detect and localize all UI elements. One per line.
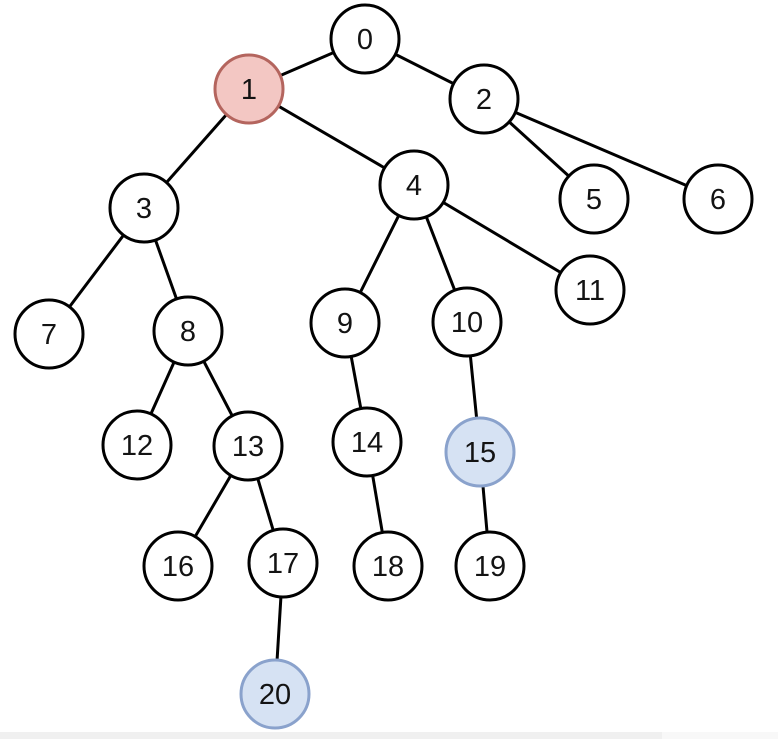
horizontal-scrollbar-track[interactable] — [0, 732, 778, 739]
horizontal-scrollbar-thumb[interactable] — [0, 732, 662, 739]
node-circle-2[interactable] — [448, 63, 520, 135]
graph-node-13[interactable]: 13 — [212, 410, 284, 482]
graph-node-7[interactable]: 7 — [13, 298, 85, 370]
graph-node-20[interactable]: 20 — [239, 658, 311, 730]
node-circle-1[interactable] — [213, 53, 285, 125]
graph-node-8[interactable]: 8 — [152, 295, 224, 367]
graph-node-9[interactable]: 9 — [309, 287, 381, 359]
node-circle-12[interactable] — [101, 409, 173, 481]
node-circle-0[interactable] — [329, 3, 401, 75]
node-circle-19[interactable] — [454, 530, 526, 602]
node-circle-7[interactable] — [13, 298, 85, 370]
graph-node-19[interactable]: 19 — [454, 530, 526, 602]
node-circle-17[interactable] — [247, 527, 319, 599]
node-circle-4[interactable] — [378, 149, 450, 221]
graph-node-5[interactable]: 5 — [558, 163, 630, 235]
node-circle-16[interactable] — [142, 530, 214, 602]
graph-node-3[interactable]: 3 — [108, 172, 180, 244]
node-circle-3[interactable] — [108, 172, 180, 244]
node-circle-13[interactable] — [212, 410, 284, 482]
node-circle-8[interactable] — [152, 295, 224, 367]
edge-2-6 — [482, 97, 720, 201]
node-circle-9[interactable] — [309, 287, 381, 359]
graph-node-1[interactable]: 1 — [213, 53, 285, 125]
node-circle-15[interactable] — [444, 416, 516, 488]
graph-node-2[interactable]: 2 — [448, 63, 520, 135]
graph-node-12[interactable]: 12 — [101, 409, 173, 481]
graph-node-0[interactable]: 0 — [329, 3, 401, 75]
graph-node-4[interactable]: 4 — [378, 149, 450, 221]
graph-node-6[interactable]: 6 — [682, 163, 754, 235]
graph-node-15[interactable]: 15 — [444, 416, 516, 488]
graph-node-18[interactable]: 18 — [352, 530, 424, 602]
node-circle-18[interactable] — [352, 530, 424, 602]
node-circle-6[interactable] — [682, 163, 754, 235]
graph-node-11[interactable]: 11 — [554, 254, 626, 326]
graph-node-10[interactable]: 10 — [431, 286, 503, 358]
graph-node-17[interactable]: 17 — [247, 527, 319, 599]
node-circle-20[interactable] — [239, 658, 311, 730]
node-circle-11[interactable] — [554, 254, 626, 326]
node-circle-14[interactable] — [331, 406, 403, 478]
graph-node-16[interactable]: 16 — [142, 530, 214, 602]
node-circle-10[interactable] — [431, 286, 503, 358]
graph-node-14[interactable]: 14 — [331, 406, 403, 478]
node-circle-5[interactable] — [558, 163, 630, 235]
